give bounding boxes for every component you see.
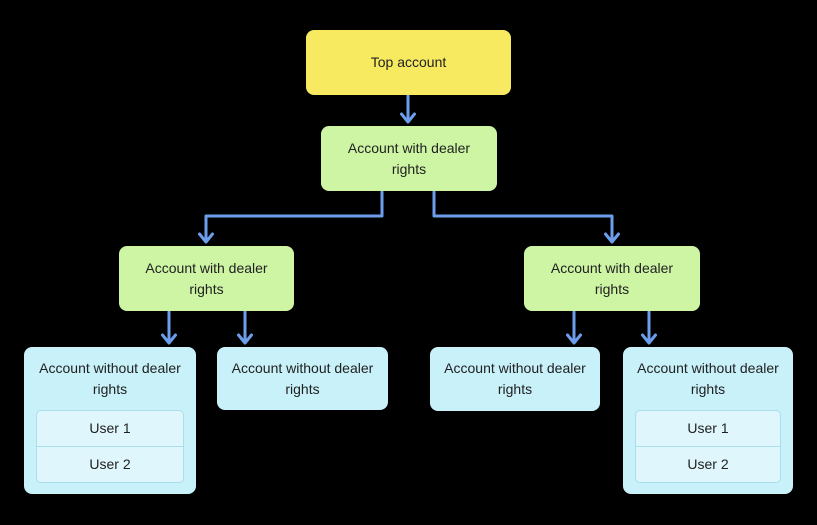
node-top-account: Top account [306,30,511,95]
connector-l3left-to-leaf1 [161,310,177,345]
connector-l3right-to-leaf3 [566,310,582,345]
user-row: User 1 [37,411,183,446]
node-dealer-rights-left: Account with dealer rights [119,246,294,311]
user-list: User 1 User 2 [635,410,781,483]
node-dealer-rights-left-label: Account with dealer rights [145,259,268,297]
node-without-dealer-rights-2: Account without dealer rights [217,347,388,410]
connector-l3right-to-leaf4 [641,310,657,345]
node-without-dealer-rights-1-title: Account without dealer rights [39,359,181,397]
node-top-account-label: Top account [370,54,447,70]
user-row-label: User 1 [89,420,131,436]
user-row-label: User 2 [89,456,131,472]
node-without-dealer-rights-3: Account without dealer rights [430,347,600,411]
user-row: User 2 [37,446,183,482]
node-dealer-rights-level2-label: Account with dealer rights [347,139,471,177]
node-dealer-rights-right: Account with dealer rights [524,246,700,311]
node-without-dealer-rights-4: Account without dealer rights User 1 Use… [623,347,793,494]
node-dealer-rights-right-label: Account with dealer rights [550,259,674,297]
user-row: User 2 [636,446,780,482]
node-without-dealer-rights-3-label: Account without dealer rights [444,360,586,397]
user-row: User 1 [636,411,780,446]
node-without-dealer-rights-2-label: Account without dealer rights [231,359,374,397]
user-list: User 1 User 2 [36,410,184,483]
node-without-dealer-rights-1: Account without dealer rights User 1 Use… [24,347,196,494]
user-row-label: User 1 [687,420,729,436]
connector-l3left-to-leaf2 [237,310,253,345]
connector-l2-to-l3-left [198,190,384,244]
connector-top-to-l2 [400,94,416,124]
node-dealer-rights-level2: Account with dealer rights [321,126,497,191]
connector-l2-to-l3-right [432,190,620,244]
node-without-dealer-rights-4-title: Account without dealer rights [637,359,779,397]
user-row-label: User 2 [687,456,729,472]
